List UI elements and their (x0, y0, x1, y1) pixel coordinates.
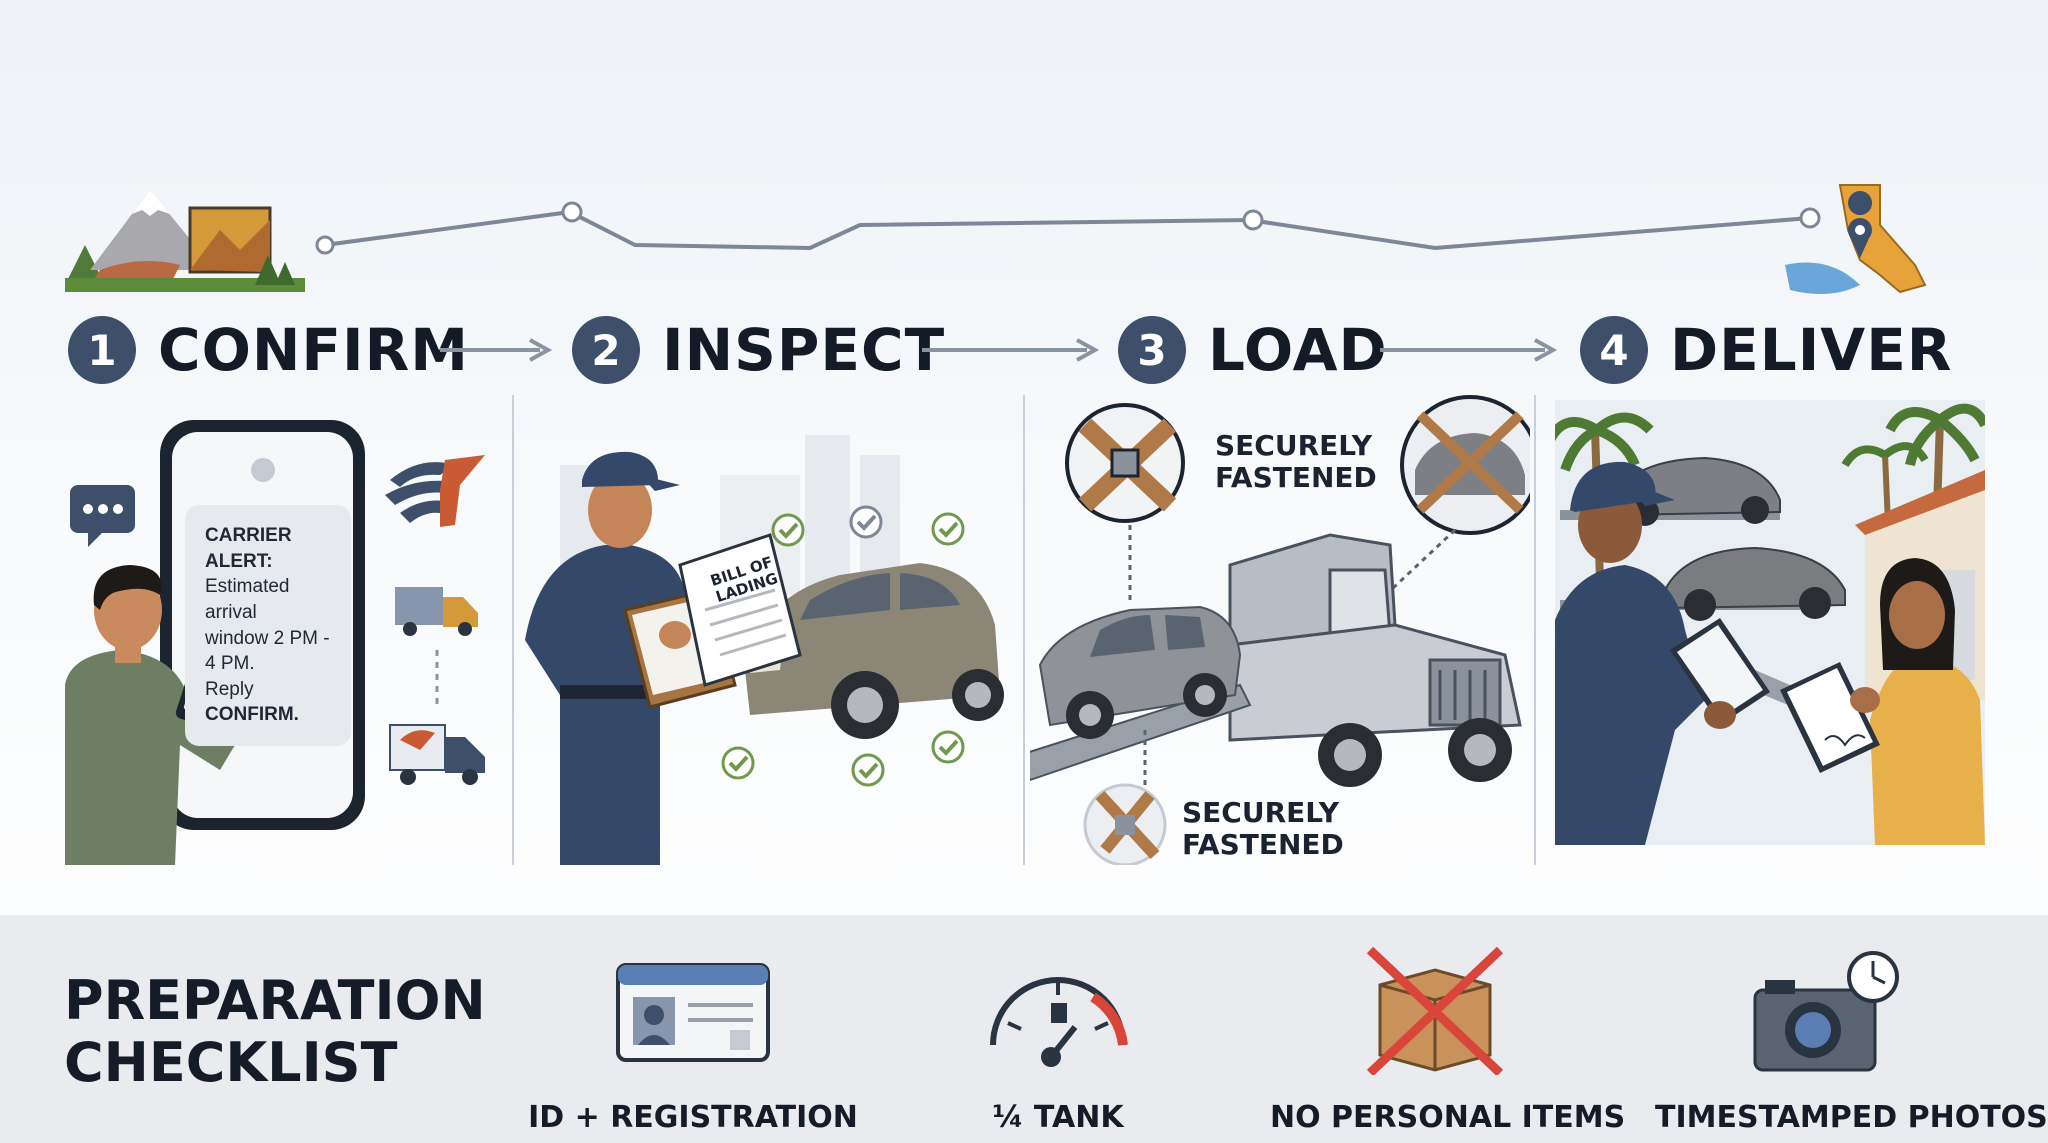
route-map-illustration (65, 184, 1927, 294)
step-number-badge: 1 (68, 316, 136, 384)
fastened-label-line: SECURELY (1215, 429, 1373, 462)
inspector-worker-illustration (525, 451, 802, 865)
fastened-label-line: FASTENED (1215, 461, 1377, 495)
step-deliver-header: 4 DELIVER (1580, 316, 1953, 384)
step-title: DELIVER (1670, 316, 1953, 384)
checklist-item-label: NO PERSONAL ITEMS (1270, 1100, 1626, 1135)
step-title: CONFIRM (158, 316, 469, 384)
panel-divider (1534, 395, 1536, 865)
deliver-panel (1555, 400, 1985, 845)
deliver-illustration (1555, 400, 1985, 845)
strapped-car-detail-icon (1400, 395, 1530, 535)
load-panel: SECURELY FASTENED SECURELY FASTENED (1030, 395, 1530, 865)
delivery-truck-icon (395, 587, 478, 636)
alert-reply-line: Reply CONFIRM. (205, 677, 331, 728)
carrier-alert-message: CARRIER ALERT: Estimated arrival window … (185, 505, 351, 747)
step-number-badge: 2 (572, 316, 640, 384)
step-number-badge: 3 (1118, 316, 1186, 384)
checklist-item-id: ID + REGISTRATION (528, 945, 858, 1135)
step-inspect-header: 2 INSPECT (572, 316, 946, 384)
step-load-header: 3 LOAD (1118, 316, 1388, 384)
right-arrow-icon (440, 338, 553, 362)
step-confirm-header: 1 CONFIRM (68, 316, 469, 384)
checklist-item-tank: ¼ TANK (893, 945, 1223, 1135)
right-arrow-icon (1380, 338, 1558, 362)
check-mark-icon (849, 505, 883, 539)
check-mark-icon (931, 512, 965, 546)
chat-bubble-icon (70, 485, 135, 547)
california-map-icon (1785, 184, 1927, 294)
crossed-box-icon (1366, 946, 1504, 1077)
checklist-item-no-personal-items: NO PERSONAL ITEMS (1270, 945, 1625, 1135)
inspect-panel: BILL OF LADING (520, 395, 1015, 865)
camera-clock-icon (1753, 951, 1899, 1072)
step-title: INSPECT (662, 316, 946, 384)
sedan-car-illustration (745, 563, 1004, 739)
load-illustration (1030, 395, 1530, 865)
alert-title: CARRIER ALERT: (205, 525, 292, 572)
checklist-item-label: TIMESTAMPED PHOTOS (1655, 1100, 2048, 1135)
check-mark-icon (851, 753, 885, 787)
right-arrow-icon (922, 338, 1100, 362)
checklist-item-photos: TIMESTAMPED PHOTOS (1655, 945, 2048, 1135)
strap-detail-icon (1065, 403, 1185, 523)
checklist-title-line: PREPARATION (64, 969, 486, 1032)
fuel-gauge-icon (990, 977, 1128, 1067)
checklist-item-label: ID + REGISTRATION (528, 1100, 858, 1135)
fastened-label-line: FASTENED (1182, 828, 1344, 862)
checklist-item-label: ¼ TANK (992, 1100, 1124, 1135)
check-mark-icon (931, 730, 965, 764)
checklist-title: PREPARATION CHECKLIST (64, 969, 486, 1095)
checklist-title-line: CHECKLIST (64, 1031, 398, 1095)
driver-worker-illustration (1555, 461, 1770, 845)
securely-fastened-label: SECURELY FASTENED (1215, 429, 1377, 495)
carrier-truck-icon (389, 724, 485, 785)
id-card-icon (616, 963, 770, 1062)
alert-reply-prefix: Reply (205, 678, 254, 700)
carrier-logo-icon (385, 455, 485, 527)
panel-divider (512, 395, 514, 865)
preparation-checklist-bar (0, 915, 2048, 1143)
mountain-landscape-icon (65, 190, 305, 292)
strap-buckle-icon (1083, 783, 1167, 865)
alert-reply-word: CONFIRM. (205, 704, 299, 726)
fastened-label-line: SECURELY (1182, 796, 1340, 829)
alert-line: Estimated arrival (205, 576, 290, 623)
step-title: LOAD (1208, 316, 1388, 384)
step-number-badge: 4 (1580, 316, 1648, 384)
check-mark-icon (771, 513, 805, 547)
route-path (324, 209, 1811, 251)
customer-woman-illustration (1780, 558, 1985, 845)
alert-line: window 2 PM - 4 PM. (205, 627, 330, 675)
confirm-panel: CARRIER ALERT: Estimated arrival window … (60, 395, 500, 865)
panel-divider (1023, 395, 1025, 865)
car-carrier-truck-illustration (1030, 533, 1522, 787)
check-mark-icon (721, 746, 755, 780)
inspect-illustration (525, 435, 1004, 865)
securely-fastened-label: SECURELY FASTENED (1182, 796, 1344, 862)
